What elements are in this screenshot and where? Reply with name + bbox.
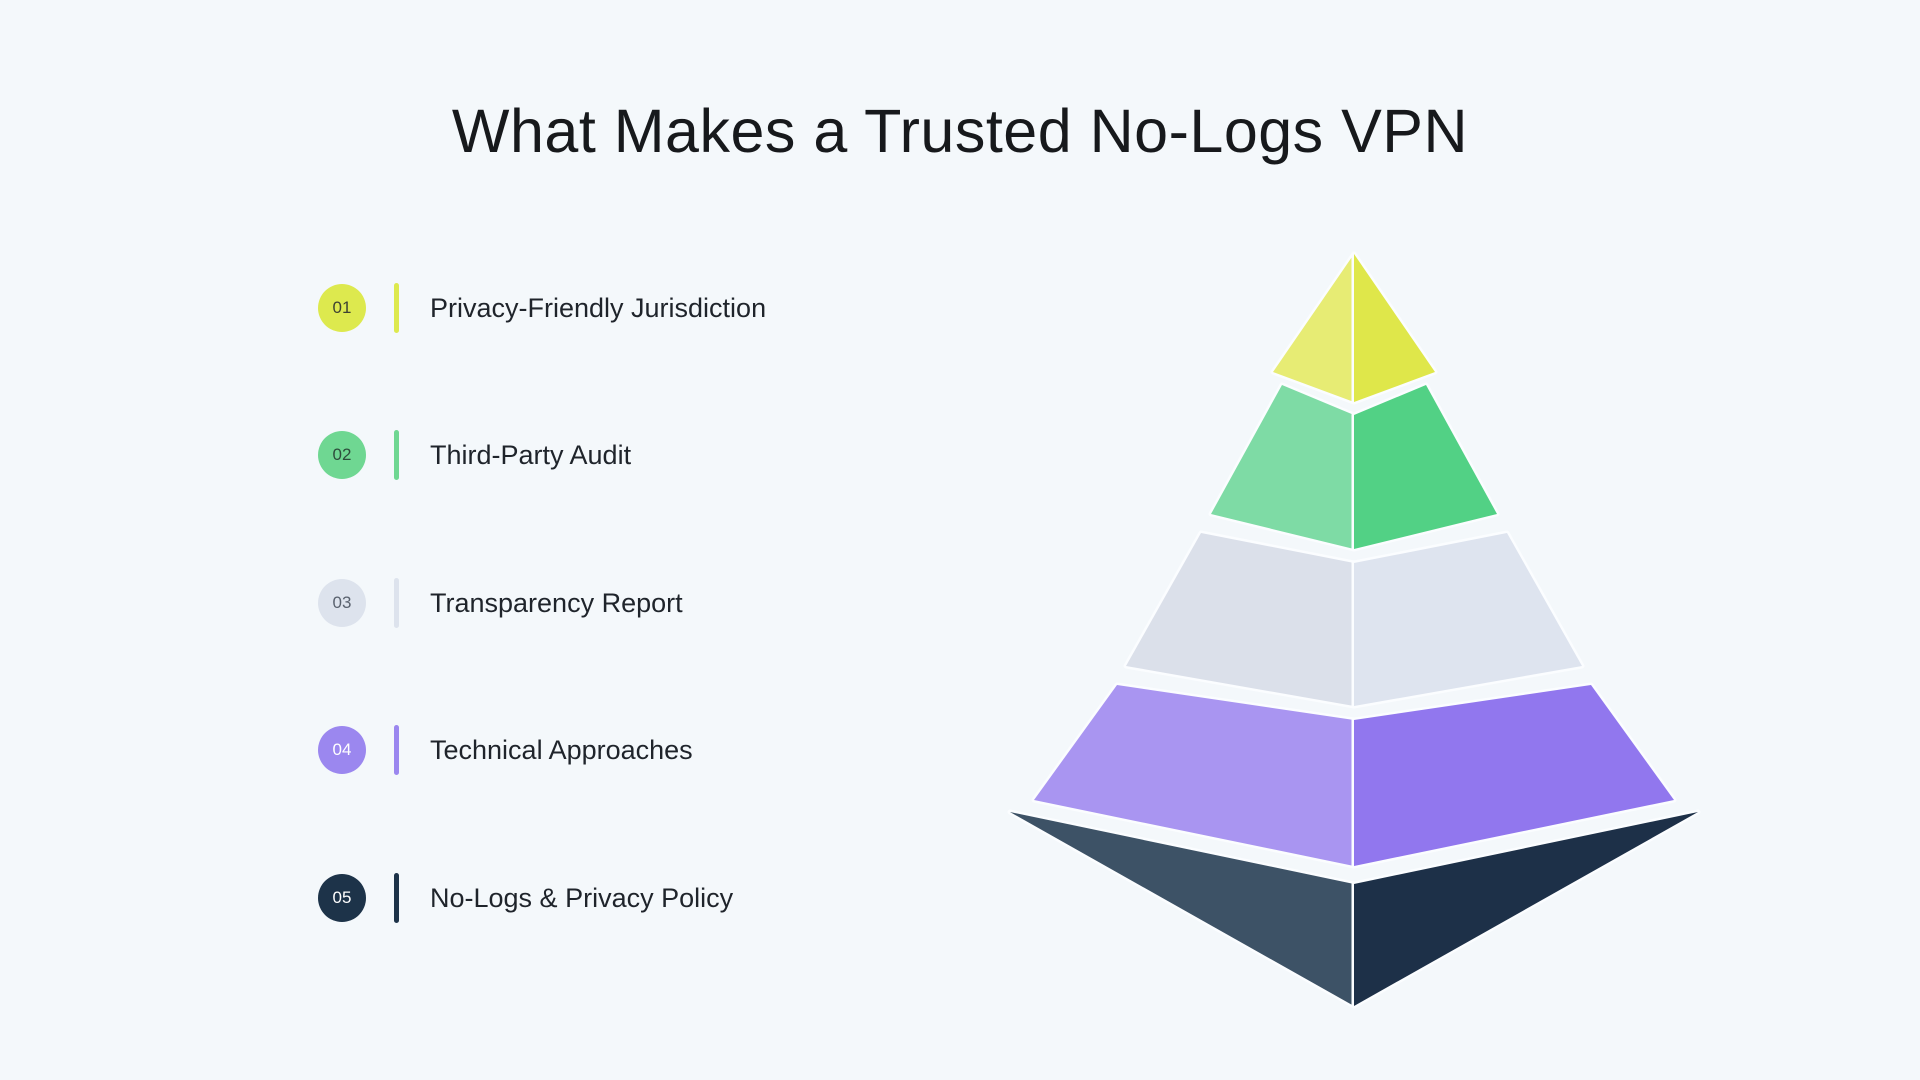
list-item-technical: 04 Technical Approaches [318,725,693,775]
item-label: Transparency Report [430,587,683,618]
item-label: No-Logs & Privacy Policy [430,882,734,913]
accent-bar [394,578,399,628]
item-number-badge: 02 [318,431,366,479]
pyramid-level-2-left-face [1208,382,1357,552]
pyramid-level-4-right-face [1351,682,1677,869]
item-number-badge: 05 [318,874,366,922]
item-number-badge: 03 [318,579,366,627]
accent-bar [394,430,399,480]
list-item-policy: 05 No-Logs & Privacy Policy [318,873,734,923]
item-label: Privacy-Friendly Jurisdiction [430,292,767,323]
accent-bar [394,873,399,923]
pyramid-level-5-right-face [1351,809,1701,1009]
accent-bar [394,725,399,775]
item-label: Technical Approaches [430,734,693,765]
pyramid-level-3-right-face [1351,530,1585,709]
pyramid-level-3-left-face [1123,530,1357,709]
item-label: Third-Party Audit [430,439,632,470]
item-number-badge: 01 [318,284,366,332]
page-title: What Makes a Trusted No-Logs VPN [451,97,1469,165]
list-item-audit: 02 Third-Party Audit [318,430,632,480]
pyramid-level-2-right-face [1351,382,1500,552]
list-item-transparency: 03 Transparency Report [318,578,683,628]
list-item-jurisdiction: 01 Privacy-Friendly Jurisdiction [318,283,767,333]
pyramid-level-1-left-face [1270,251,1357,405]
pyramid-level-1-right-face [1351,251,1438,405]
item-number-badge: 04 [318,726,366,774]
accent-bar [394,283,399,333]
